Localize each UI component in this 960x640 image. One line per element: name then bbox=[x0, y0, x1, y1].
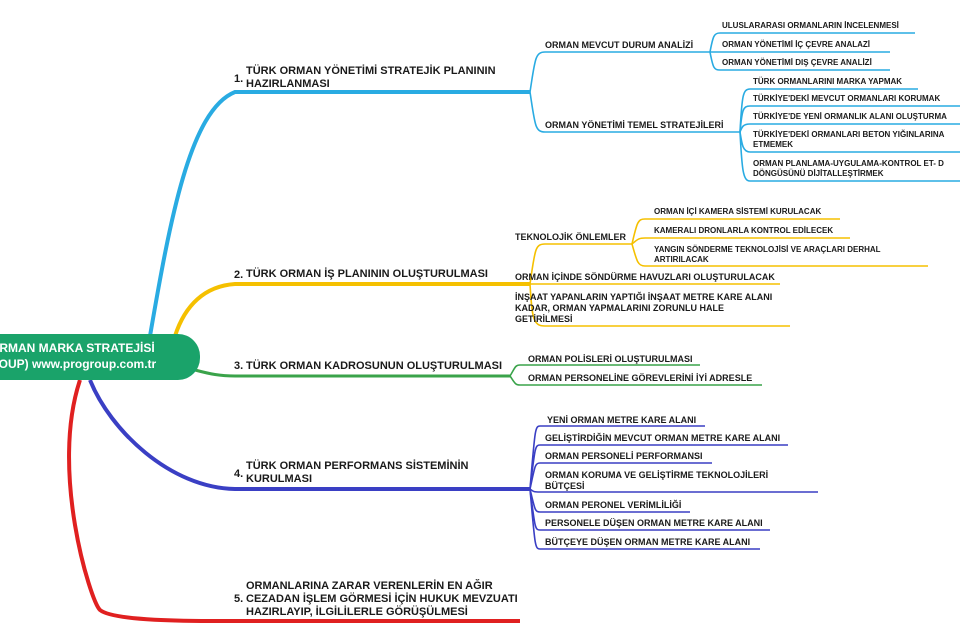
branch-4-sub-7[interactable]: BÜTÇEYE DÜŞEN ORMAN METRE KARE ALANI bbox=[545, 537, 751, 547]
branch-1-sub-1-leaf-2[interactable]: ORMAN YÖNETİMİ İÇ ÇEVRE ANALAZİ bbox=[722, 40, 871, 49]
branch-4-number: 4. bbox=[234, 468, 244, 480]
branch-2-title[interactable]: TÜRK ORMAN İŞ PLANININ OLUŞTURULMASI bbox=[246, 268, 488, 280]
central-topic[interactable]: ORMAN MARKA STRATEJİSİ ROUP) www.progrou… bbox=[0, 334, 200, 380]
branch-1-sub-1-leaf-1[interactable]: ULUSLARARASI ORMANLARIN İNCELENMESİ bbox=[722, 21, 899, 30]
branch-4-sub-2[interactable]: GELİŞTİRDİĞİN MEVCUT ORMAN METRE KARE AL… bbox=[545, 433, 781, 443]
branch-5-title[interactable]: ORMANLARINA ZARAR VERENLERİN EN AĞIR CEZ… bbox=[246, 580, 518, 619]
branch-3-title[interactable]: TÜRK ORMAN KADROSUNUN OLUŞTURULMASI bbox=[246, 360, 503, 372]
branch-2-number: 2. bbox=[234, 269, 244, 281]
branch-3-trunk bbox=[194, 368, 510, 378]
branch-4-title-line-2: KURULMASI bbox=[246, 473, 312, 485]
branch-2-trunk bbox=[173, 282, 530, 337]
branch-4-sub-5[interactable]: ORMAN PERONEL VERİMLİLİĞİ bbox=[545, 500, 682, 510]
branch-1-sub-2[interactable]: ORMAN YÖNETİMİ TEMEL STRATEJİLERİ bbox=[545, 120, 724, 130]
branch-1-sub-1[interactable]: ORMAN MEVCUT DURUM ANALİZİ bbox=[545, 40, 694, 50]
branch-2-sub-2[interactable]: ORMAN İÇİNDE SÖNDÜRME HAVUZLARI OLUŞTURU… bbox=[515, 272, 775, 282]
branch-5-number: 5. bbox=[234, 593, 244, 605]
branch-1-trunk bbox=[148, 90, 530, 337]
branch-2-sub-1-leaf-2[interactable]: KAMERALI DRONLARLA KONTROL EDİLECEK bbox=[654, 226, 834, 235]
branch-4-sub-4[interactable]: ORMAN KORUMA VE GELİŞTİRME TEKNOLOJİLERİ… bbox=[545, 470, 769, 491]
branch-3-number: 3. bbox=[234, 360, 244, 372]
branch-2-sub-3[interactable]: İNŞAAT YAPANLARIN YAPTIĞI İNŞAAT METRE K… bbox=[515, 292, 773, 324]
branch-4-title-line-1: TÜRK ORMAN PERFORMANS SİSTEMİNİN bbox=[246, 460, 469, 472]
branch-5-title-line-1: ORMANLARINA ZARAR VERENLERİN EN AĞIR bbox=[246, 580, 493, 592]
branch-5-title-line-2: CEZADAN İŞLEM GÖRMESİ İÇİN HUKUK MEVZUAT… bbox=[246, 593, 518, 605]
branch-1-title[interactable]: TÜRK ORMAN YÖNETİMİ STRATEJİK PLANININ H… bbox=[246, 65, 496, 91]
branch-3-sub-2[interactable]: ORMAN PERSONELİNE GÖREVLERİNİ İYİ ADRESL… bbox=[528, 373, 753, 383]
branch-2-sub-1-leaf-3[interactable]: YANGIN SÖNDERME TEKNOLOJİSİ VE ARAÇLARI … bbox=[654, 245, 881, 264]
branch-1-sub-1-leaf-3[interactable]: ORMAN YÖNETİMİ DIŞ ÇEVRE ANALİZİ bbox=[722, 58, 872, 67]
central-topic-line-1: ORMAN MARKA STRATEJİSİ bbox=[0, 341, 155, 355]
branch-1-title-line-2: HAZIRLANMASI bbox=[246, 78, 330, 90]
branch-4-title[interactable]: TÜRK ORMAN PERFORMANS SİSTEMİNİN KURULMA… bbox=[246, 460, 468, 486]
central-topic-line-2: ROUP) www.progroup.com.tr bbox=[0, 357, 157, 371]
branch-1-sub-2-leaf-3[interactable]: TÜRKİYE'DE YENİ ORMANLIK ALANI OLUŞTURMA bbox=[753, 112, 947, 121]
branch-2-sub-1-leaf-1[interactable]: ORMAN İÇİ KAMERA SİSTEMİ KURULACAK bbox=[654, 207, 822, 216]
branch-1-title-line-1: TÜRK ORMAN YÖNETİMİ STRATEJİK PLANININ bbox=[246, 65, 496, 77]
branch-4-sub-6[interactable]: PERSONELE DÜŞEN ORMAN METRE KARE ALANI bbox=[545, 518, 763, 528]
branch-1-sub-2-leaf-2[interactable]: TÜRKİYE'DEKİ MEVCUT ORMANLARI KORUMAK bbox=[753, 94, 941, 103]
branch-4-trunk bbox=[88, 379, 530, 491]
branch-3-sub-1[interactable]: ORMAN POLİSLERİ OLUŞTURULMASI bbox=[528, 354, 693, 364]
branch-4-sub-1[interactable]: YENİ ORMAN METRE KARE ALANI bbox=[547, 415, 697, 425]
branch-5-trunk bbox=[67, 379, 520, 624]
branch-4-sub-3[interactable]: ORMAN PERSONELİ PERFORMANSI bbox=[545, 451, 703, 461]
branch-1-sub-2-leaf-4[interactable]: TÜRKİYE'DEKİ ORMANLARI BETON YIĞINLARINA… bbox=[753, 130, 945, 149]
branch-2-sub-1[interactable]: TEKNOLOJİK ÖNLEMLER bbox=[515, 232, 627, 242]
branch-1-number: 1. bbox=[234, 73, 244, 85]
branch-5-title-line-3: HAZIRLAYIP, İLGİLİLERLE GÖRÜŞÜLMESİ bbox=[246, 606, 468, 618]
branch-1-sub-2-leaf-1[interactable]: TÜRK ORMANLARINI MARKA YAPMAK bbox=[753, 77, 903, 86]
